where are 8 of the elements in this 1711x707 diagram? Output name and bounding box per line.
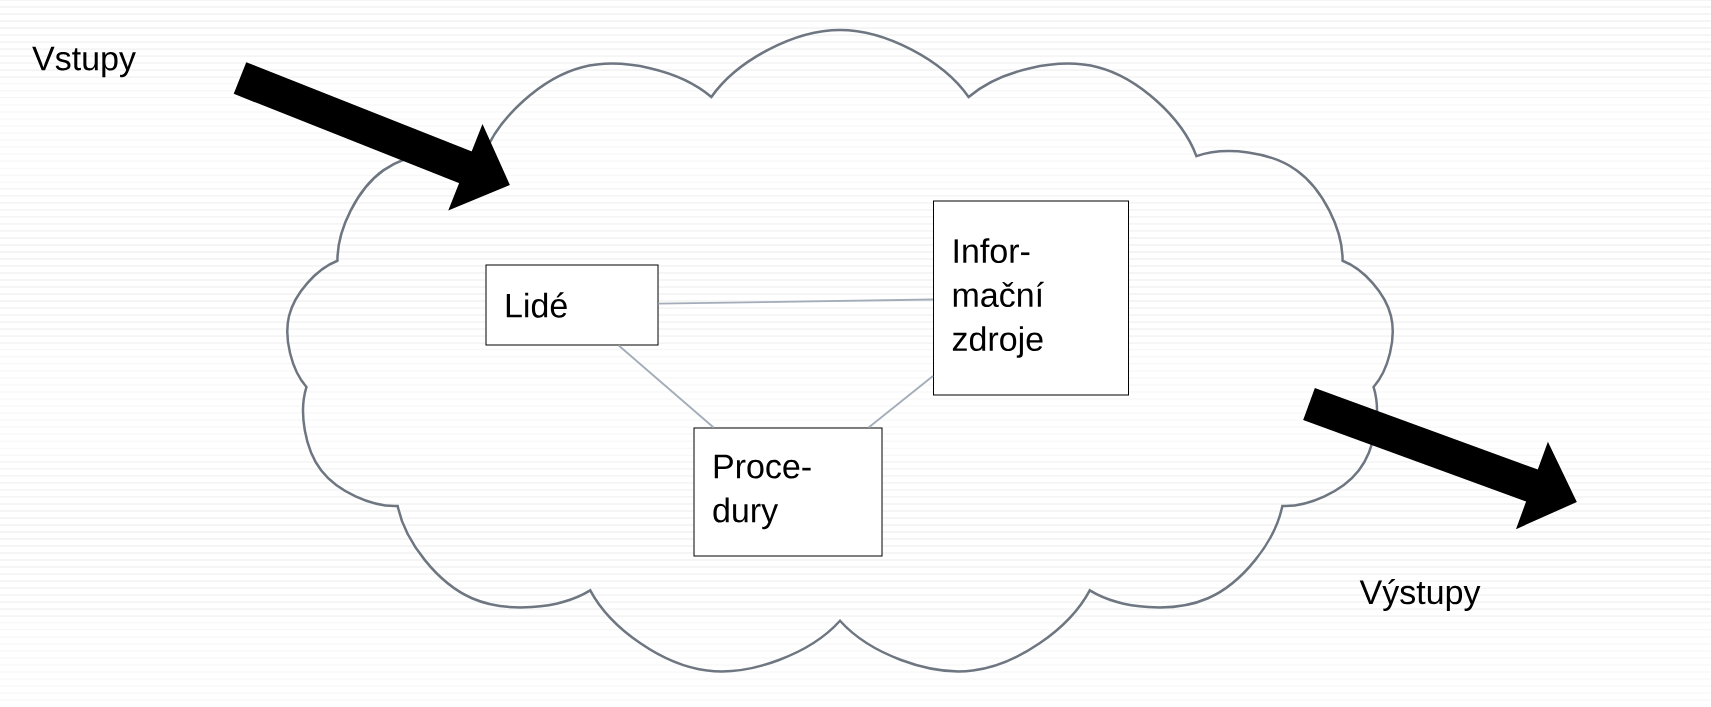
connector-line <box>617 344 715 429</box>
connector-line <box>657 298 934 305</box>
text-box: Lidé <box>485 264 659 346</box>
label-text: Vstupy <box>32 46 136 78</box>
text-box: Infor- mační zdroje <box>933 200 1129 396</box>
text-box: Proce- dury <box>693 427 883 557</box>
label-text: Výstupy <box>1359 578 1481 612</box>
connector-line <box>867 375 934 429</box>
